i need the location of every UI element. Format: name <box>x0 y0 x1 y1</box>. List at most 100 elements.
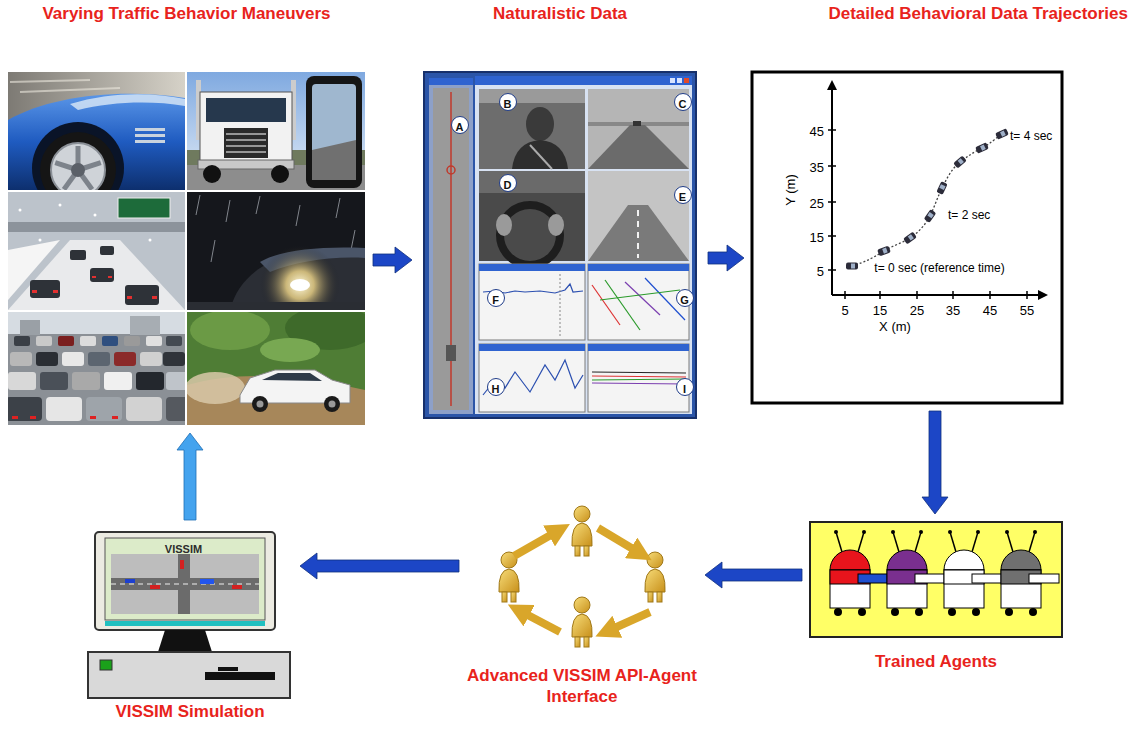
axis-tick: 25 <box>810 196 824 212</box>
photo-traffic-jam <box>146 336 162 346</box>
photo-night-rain <box>211 240 215 262</box>
photo-traffic-jam <box>102 336 118 346</box>
photo-night-rain <box>296 205 300 226</box>
robot-agent <box>893 532 899 552</box>
callout-letter: A <box>456 120 464 135</box>
computer-illustration <box>180 560 184 569</box>
axis-tick-holder: 15 <box>796 228 824 246</box>
flow-arrow <box>177 433 203 520</box>
panel-heading-holder: Varying Traffic Behavior Maneuvers <box>8 4 365 24</box>
axis-tick: 45 <box>810 124 824 140</box>
callout-circle: C <box>674 93 692 111</box>
api-cycle-arrows <box>514 532 556 556</box>
data-viewer-screenshot <box>429 78 473 414</box>
photo-traffic-jam <box>126 397 162 421</box>
trajectory-plot <box>903 232 917 245</box>
photo-snowy-highway <box>30 246 159 305</box>
trajectory-plot <box>852 134 1002 266</box>
time-annotation-holder: t= 4 sec <box>1010 126 1060 144</box>
robot-agent <box>948 530 952 534</box>
axis-tick-holder: 5 <box>830 301 860 319</box>
data-viewer-screenshot <box>496 214 512 236</box>
photo-traffic-jam <box>36 336 52 346</box>
data-viewer-screenshot <box>479 171 585 261</box>
data-viewer-screenshot <box>592 278 685 330</box>
axis-tick-holder: 5 <box>796 262 824 280</box>
trajectory-plot <box>828 235 836 237</box>
photo-snowy-highway <box>8 222 185 232</box>
data-viewer-screenshot <box>592 379 686 380</box>
robot-agent <box>858 574 888 583</box>
robot-agent <box>887 530 945 616</box>
photo-truck-mirror <box>226 145 266 147</box>
photo-traffic-jam <box>130 316 160 335</box>
data-viewer-screenshot <box>600 290 680 300</box>
api-figures <box>584 637 589 647</box>
time-annotation-holder: t= 0 sec (reference time) <box>872 262 1007 275</box>
trajectory-plot <box>828 269 836 271</box>
trajectory-plot <box>995 128 1009 139</box>
computer-illustration <box>100 660 112 670</box>
photo-snowy-highway <box>90 268 114 282</box>
flow-arrow <box>373 247 412 273</box>
data-viewer-screenshot <box>670 78 682 83</box>
data-viewer-screenshot <box>512 140 568 169</box>
photo-traffic-jam <box>112 416 118 419</box>
trajectory-plot <box>958 158 964 164</box>
api-figures <box>499 569 519 592</box>
callout-letter-holder: A <box>452 117 467 135</box>
api-figures <box>648 592 653 602</box>
panel-caption-holder: Advanced VISSIM API-Agent Interface <box>467 665 697 707</box>
photo-snowy-highway <box>30 280 60 298</box>
photo-snowy-highway <box>125 285 159 305</box>
photo-truck-mirror <box>306 76 362 188</box>
robot-agent <box>891 530 895 534</box>
photo-night-rain <box>196 195 200 215</box>
api-figures <box>645 569 665 592</box>
data-viewer-screenshot <box>637 210 639 258</box>
callout-letter-holder: E <box>675 187 690 205</box>
callout-letter: E <box>679 190 686 205</box>
robot-agent <box>830 550 870 570</box>
photo-car-wheel <box>135 134 165 137</box>
photo-rally-car <box>257 401 264 408</box>
trajectory-plot <box>908 234 914 240</box>
trajectory-plot <box>903 232 917 245</box>
photo-traffic-jam <box>136 372 164 390</box>
data-viewer-screenshot <box>500 205 560 265</box>
callout-letter: G <box>680 293 689 308</box>
axis-tick-holder: 45 <box>796 122 824 140</box>
robot-agent <box>950 532 956 552</box>
computer-illustration <box>95 532 275 630</box>
panel-heading: Varying Traffic Behavior Maneuvers <box>42 4 330 24</box>
trajectory-plot <box>877 246 891 257</box>
photo-car-wheel <box>135 128 165 131</box>
computer-illustration <box>158 630 212 652</box>
photo-traffic-jam <box>114 352 136 366</box>
photo-rally-car <box>187 312 365 425</box>
api-cycle-arrows <box>514 528 650 632</box>
agents-panel <box>810 522 1062 637</box>
robot-agent <box>972 608 980 616</box>
trajectory-plot <box>975 142 989 153</box>
photo-traffic-jam <box>88 352 110 366</box>
robot-agent <box>1005 530 1009 534</box>
api-figures <box>511 592 516 602</box>
photo-traffic-jam <box>8 397 42 421</box>
axis-tick: 15 <box>873 303 887 319</box>
trajectory-plot <box>924 209 937 223</box>
robot-agent <box>915 574 945 583</box>
trajectory-plot <box>980 144 986 150</box>
photo-night-rain <box>351 230 355 250</box>
collage-gaps <box>185 72 187 425</box>
trajectory-plot <box>844 291 846 299</box>
flow-arrow <box>300 553 459 579</box>
photo-traffic-jam <box>12 416 18 419</box>
robot-agent <box>834 530 838 534</box>
photo-traffic-jam <box>10 352 32 366</box>
robot-agent <box>972 532 978 552</box>
computer-illustration <box>232 585 242 589</box>
data-viewer-screenshot <box>588 264 689 271</box>
